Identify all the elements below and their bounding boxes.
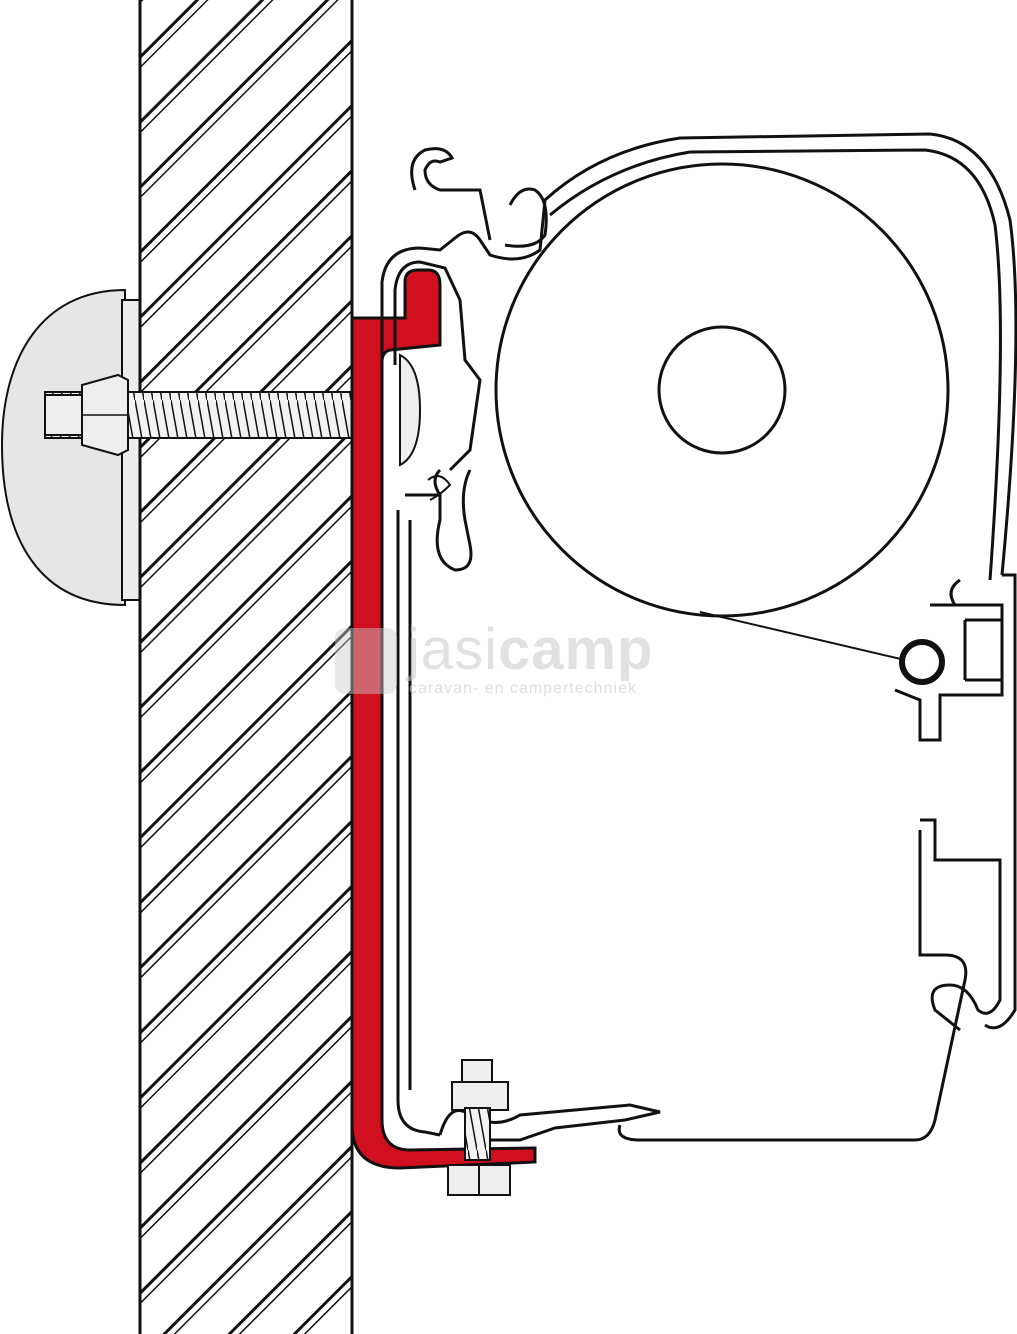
inner-cover-cap	[0, 288, 141, 607]
awning-case	[380, 132, 1017, 1142]
wall-section	[138, 0, 354, 1334]
awning-roller	[494, 162, 950, 685]
bottom-bolt	[447, 1059, 511, 1196]
through-bolt	[44, 373, 353, 457]
channel-screw	[399, 353, 452, 501]
